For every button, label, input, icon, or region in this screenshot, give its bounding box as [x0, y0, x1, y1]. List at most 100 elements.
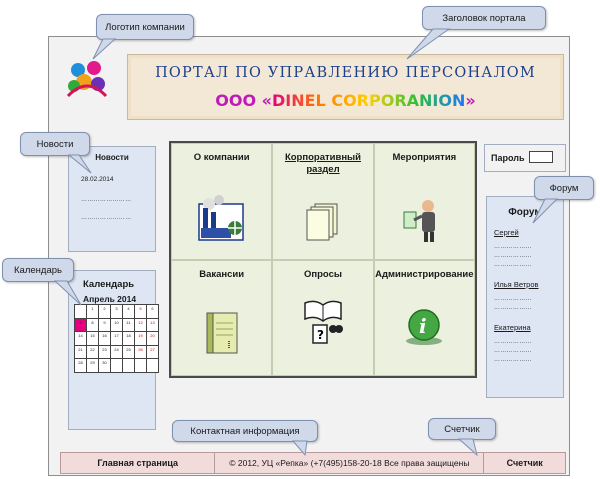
calendar-day[interactable]: 28	[75, 359, 87, 373]
forum-line: ………………	[494, 357, 532, 363]
callout-text: Счетчик	[444, 423, 480, 435]
callout-pointer	[457, 438, 478, 457]
callout-pointer	[92, 38, 117, 60]
forum-panel: Форум Сергей ……………… ……………… ……………… Илья В…	[486, 196, 564, 398]
news-date[interactable]: 28.02.2014	[81, 176, 114, 183]
forum-line: ………………	[494, 244, 532, 250]
portal-banner: ПОРТАЛ ПО УПРАВЛЕНИЮ ПЕРСОНАЛОМ ООО «DIN…	[127, 54, 564, 120]
calendar-day[interactable]: 16	[99, 332, 111, 346]
calendar-month: Апрель 2014	[83, 294, 137, 304]
company-logo[interactable]	[62, 56, 112, 100]
home-link[interactable]: Главная страница	[61, 453, 216, 473]
callout-text: Форум	[549, 182, 579, 194]
forum-line: ………………	[494, 339, 532, 345]
svg-text:?: ?	[317, 328, 324, 342]
calendar-day[interactable]: 5	[135, 305, 147, 319]
calendar-day[interactable]: 10	[111, 318, 123, 332]
forum-user[interactable]: Илья Ветров	[494, 280, 539, 289]
calendar-day[interactable]: 11	[123, 318, 135, 332]
forum-line: ………………	[494, 296, 532, 302]
calendar-day[interactable]: 8	[87, 318, 99, 332]
forum-user[interactable]: Сергей	[494, 228, 519, 237]
forum-line: ………………	[494, 253, 532, 259]
calendar-empty-cell	[111, 359, 123, 373]
callout-pointer	[67, 154, 92, 174]
password-box: Пароль	[484, 144, 566, 172]
callout-calendar: Календарь	[2, 258, 82, 306]
callout-pointer	[406, 28, 451, 60]
callout-text: Календарь	[14, 264, 62, 276]
calendar-day[interactable]: 2	[99, 305, 111, 319]
calendar-day[interactable]: 7	[75, 318, 87, 332]
calendar-day[interactable]: 14	[75, 332, 87, 346]
copyright-text: © 2012, УЦ «Репка» (+7(495)158-20-18 Все…	[215, 453, 485, 473]
callout-forum: Форум	[532, 176, 594, 224]
documents-icon	[306, 203, 338, 241]
calendar-day[interactable]: 30	[99, 359, 111, 373]
section-admin[interactable]: Администрирование i	[373, 259, 475, 376]
section-label: Корпоративный раздел	[284, 152, 362, 175]
forum-user[interactable]: Екатерина	[494, 323, 531, 332]
calendar-day[interactable]: 3	[111, 305, 123, 319]
calendar-empty-cell	[147, 359, 159, 373]
calendar-day[interactable]: 6	[147, 305, 159, 319]
section-label: Опросы	[303, 268, 342, 280]
callout-contacts: Контактная информация	[172, 420, 318, 457]
section-corporate[interactable]: Корпоративный раздел	[272, 143, 374, 260]
callout-text: Логотип компании	[105, 21, 185, 33]
calendar-day[interactable]: 1	[87, 305, 99, 319]
calendar-empty-cell	[135, 359, 147, 373]
callout-pointer	[53, 280, 82, 306]
callout-counter: Счетчик	[428, 418, 496, 457]
password-input[interactable]	[529, 151, 553, 163]
calendar-day[interactable]: 4	[123, 305, 135, 319]
calendar-day[interactable]: 23	[99, 345, 111, 359]
calendar-day[interactable]: 9	[99, 318, 111, 332]
calendar-day[interactable]: 21	[75, 345, 87, 359]
callout-pointer	[291, 440, 308, 457]
survey-icon: ?	[304, 300, 343, 344]
section-vacancies[interactable]: Вакансии	[171, 259, 273, 376]
calendar-day[interactable]: 13	[147, 318, 159, 332]
calendar-day[interactable]: 19	[135, 332, 147, 346]
portal-title: ПОРТАЛ ПО УПРАВЛЕНИЮ ПЕРСОНАЛОМ	[155, 65, 536, 81]
info-icon: i	[406, 308, 443, 345]
calendar-day[interactable]: 26	[135, 345, 147, 359]
news-line[interactable]: ……………………	[81, 215, 132, 221]
callout-text: Контактная информация	[190, 425, 300, 437]
callout-logo: Логотип компании	[92, 14, 194, 60]
news-heading: Новости	[95, 153, 129, 162]
calendar-empty-cell	[75, 305, 87, 319]
calendar-empty-cell	[123, 359, 135, 373]
section-label: Вакансии	[199, 268, 245, 280]
callout-text: Новости	[36, 138, 74, 150]
section-about[interactable]: О компании	[171, 143, 273, 260]
calendar-day[interactable]: 24	[111, 345, 123, 359]
calendar-day[interactable]: 12	[135, 318, 147, 332]
calendar-day[interactable]: 29	[87, 359, 99, 373]
presenter-icon	[403, 200, 436, 242]
section-surveys[interactable]: Опросы ?	[272, 259, 374, 376]
news-line[interactable]: ……………………	[81, 197, 132, 203]
company-name-text: DINEL CORPORANION	[272, 91, 466, 110]
forum-heading: Форум	[508, 207, 542, 218]
calendar-day[interactable]: 25	[123, 345, 135, 359]
calendar-day[interactable]: 18	[123, 332, 135, 346]
calendar-day[interactable]: 15	[87, 332, 99, 346]
calendar-day[interactable]: 27	[147, 345, 159, 359]
calendar-day[interactable]: 22	[87, 345, 99, 359]
section-events[interactable]: Мероприятия	[373, 143, 475, 260]
forum-line: ………………	[494, 305, 532, 311]
callout-text: Заголовок портала	[442, 12, 526, 24]
company-name: ООО «DINEL CORPORANION»	[128, 91, 563, 110]
section-label: О компании	[193, 152, 250, 163]
callout-pointer	[532, 198, 559, 224]
footer: Главная страница © 2012, УЦ «Репка» (+7(…	[60, 452, 566, 474]
section-label: Мероприятия	[392, 152, 457, 163]
calendar-day[interactable]: 17	[111, 332, 123, 346]
industry-icon	[197, 195, 244, 241]
callout-news: Новости	[20, 132, 92, 174]
svg-text:i: i	[419, 314, 427, 338]
calendar-day[interactable]: 20	[147, 332, 159, 346]
